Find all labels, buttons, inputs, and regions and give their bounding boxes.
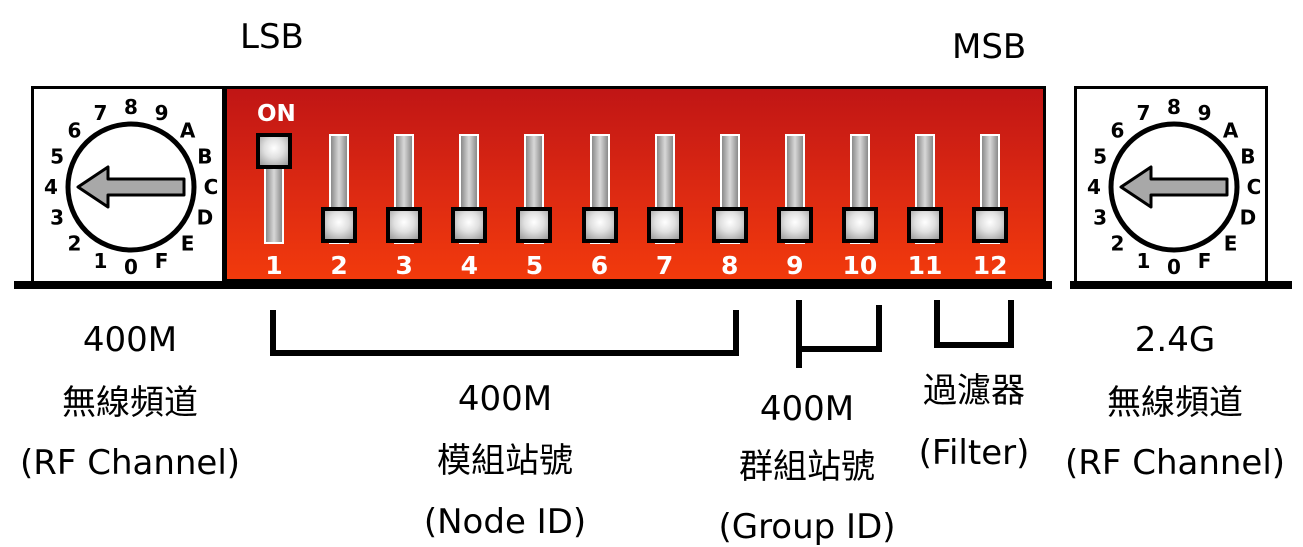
node-label-line1: 400M xyxy=(457,379,553,419)
left-dial-label-9: 9 xyxy=(155,101,169,125)
right-dial-label-E: E xyxy=(1224,232,1238,256)
right-dial-label-9: 9 xyxy=(1198,101,1212,125)
left-baseline xyxy=(14,281,226,289)
left-dial-label-D: D xyxy=(197,206,214,230)
group-id-bracket-stem xyxy=(796,300,802,368)
group-label-line1: 400M xyxy=(759,389,855,429)
switch-knob-6[interactable] xyxy=(581,207,618,243)
right-dial-label-F: F xyxy=(1198,249,1212,273)
switch-knob-10[interactable] xyxy=(841,207,878,243)
left-label-line1: 400M xyxy=(82,320,178,360)
right-dial-label-3: 3 xyxy=(1093,206,1107,230)
left-dial-label-A: A xyxy=(180,118,196,142)
node-label-line3: (Node ID) xyxy=(423,502,587,542)
group-label-line3: (Group ID) xyxy=(718,507,896,547)
switch-number-7: 7 xyxy=(655,251,674,280)
left-dial-pointer-arrow-icon xyxy=(76,165,186,209)
right-dial-label-B: B xyxy=(1240,144,1255,168)
switch-knob-8[interactable] xyxy=(711,207,748,243)
switch-knob-11[interactable] xyxy=(907,207,943,243)
switch-knob-7[interactable] xyxy=(646,207,683,243)
left-dial-label-5: 5 xyxy=(50,144,64,168)
switch-knob-2[interactable] xyxy=(321,207,358,243)
switch-number-6: 6 xyxy=(590,251,609,280)
left-label-line3: (RF Channel) xyxy=(19,443,241,483)
switch-knob-9[interactable] xyxy=(776,207,813,243)
right-label-line2: 無線頻道 xyxy=(1107,383,1243,423)
switch-number-12: 12 xyxy=(972,251,1008,280)
right-dial-label-7: 7 xyxy=(1136,101,1150,125)
switch-number-10: 10 xyxy=(842,251,878,280)
node-id-bracket xyxy=(270,310,739,356)
right-dial-label-5: 5 xyxy=(1093,144,1107,168)
switch-knob-5[interactable] xyxy=(516,207,553,243)
filter-bracket xyxy=(934,300,1014,348)
right-dial-label-A: A xyxy=(1223,118,1239,142)
switch-knob-3[interactable] xyxy=(386,207,423,243)
right-dial-label-1: 1 xyxy=(1136,249,1150,273)
right-dial-label-0: 0 xyxy=(1167,255,1181,279)
left-dial-label-F: F xyxy=(155,249,169,273)
node-label-line2: 模組站號 xyxy=(437,441,573,481)
switch-knob-1[interactable] xyxy=(256,133,292,169)
left-dial-label-1: 1 xyxy=(93,249,107,273)
group-id-bracket-left xyxy=(796,305,882,352)
right-dial-label-4: 4 xyxy=(1087,175,1101,199)
right-label-line1: 2.4G xyxy=(1134,320,1216,360)
switch-number-3: 3 xyxy=(395,251,413,280)
left-dial-label-B: B xyxy=(197,144,212,168)
switch-number-8: 8 xyxy=(720,251,739,280)
left-dial-label-7: 7 xyxy=(93,101,107,125)
filter-label-line1: 過濾器 xyxy=(923,371,1025,411)
left-dial-label-4: 4 xyxy=(44,175,58,199)
left-dial-label-8: 8 xyxy=(124,95,138,119)
right-dial-pointer-arrow-icon xyxy=(1119,165,1229,209)
left-dial-label-2: 2 xyxy=(67,232,81,256)
switch-number-4: 4 xyxy=(460,251,478,280)
right-label-line3: (RF Channel) xyxy=(1064,443,1286,483)
left-dial-label-0: 0 xyxy=(124,255,138,279)
filter-label-line2: (Filter) xyxy=(918,433,1030,473)
right-dial-label-2: 2 xyxy=(1110,232,1124,256)
lsb-label: LSB xyxy=(240,17,304,57)
group-label-line2: 群組站號 xyxy=(739,447,875,487)
msb-label: MSB xyxy=(952,27,1027,67)
left-dial-label-E: E xyxy=(181,232,195,256)
right-dial-label-C: C xyxy=(1247,175,1262,199)
on-label: ON xyxy=(257,101,296,127)
left-label-line2: 無線頻道 xyxy=(62,383,198,423)
switch-number-2: 2 xyxy=(330,251,348,280)
group-id-bracket-right xyxy=(876,305,882,352)
switch-number-11: 11 xyxy=(907,251,943,280)
left-dial-label-C: C xyxy=(204,175,219,199)
center-baseline xyxy=(222,281,1052,289)
right-dial-label-6: 6 xyxy=(1110,118,1124,142)
switch-knob-4[interactable] xyxy=(451,207,488,243)
left-dial-label-3: 3 xyxy=(50,206,64,230)
right-dial-label-D: D xyxy=(1240,206,1257,230)
left-dial-label-6: 6 xyxy=(67,118,81,142)
switch-number-1: 1 xyxy=(265,251,283,280)
switch-number-5: 5 xyxy=(525,251,544,280)
switch-knob-12[interactable] xyxy=(972,207,1009,243)
switch-number-9: 9 xyxy=(786,251,804,280)
right-baseline xyxy=(1070,281,1292,289)
right-dial-label-8: 8 xyxy=(1167,95,1181,119)
